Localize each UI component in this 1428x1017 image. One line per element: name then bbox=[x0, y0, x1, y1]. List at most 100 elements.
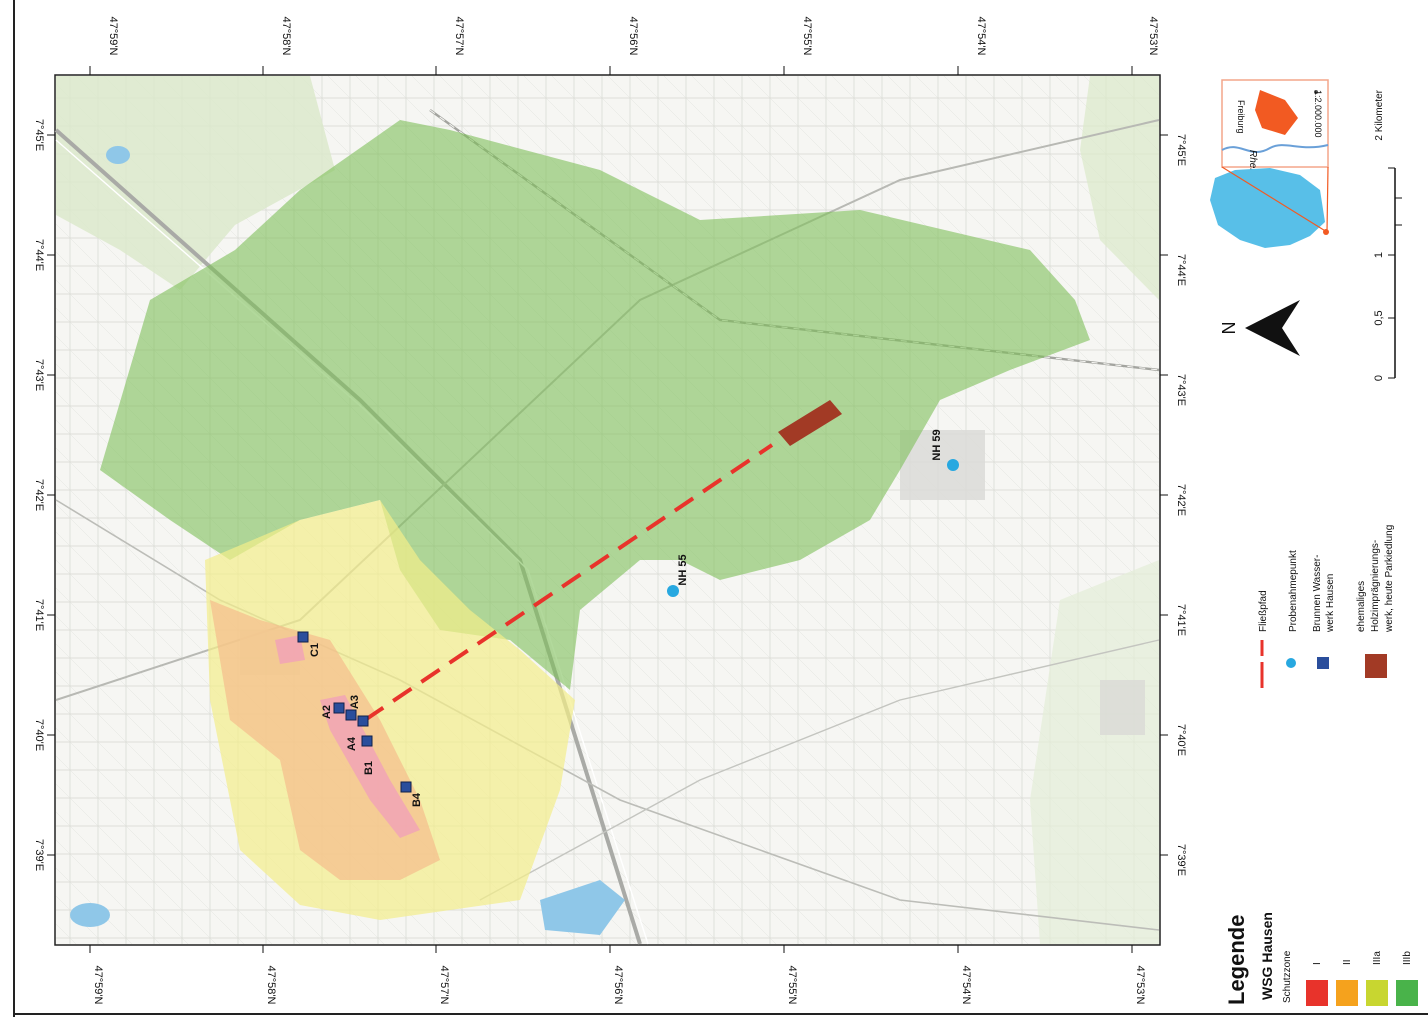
legend-well-label-2: werk Hausen bbox=[1325, 574, 1336, 633]
locator-river: Rhein bbox=[1247, 150, 1258, 177]
well-label-b4: B4 bbox=[411, 792, 423, 807]
locator-highlight bbox=[1255, 90, 1298, 135]
well-marker bbox=[400, 781, 412, 793]
settlement-east bbox=[1100, 680, 1145, 735]
zone-I-label: I bbox=[1312, 962, 1323, 965]
lon-label-right: 7°44'E bbox=[1175, 254, 1187, 286]
state-shape bbox=[1210, 168, 1325, 248]
lon-label-left: 7°42'E bbox=[33, 479, 45, 511]
lon-label-right: 7°45'E bbox=[1175, 134, 1187, 166]
well-label-c1: C1 bbox=[309, 643, 321, 657]
legend: Legende WSG Hausen Schutzzone I II IIIa … bbox=[1224, 525, 1418, 1006]
locator-city: Freiburg bbox=[1236, 100, 1246, 134]
flow-path bbox=[363, 443, 774, 722]
zone-II-swatch bbox=[1336, 980, 1358, 1006]
legend-zones-label: Schutzzone bbox=[1282, 950, 1293, 1003]
scale-bar: 2 Kilometer 0 0,5 1 bbox=[1373, 89, 1402, 381]
locator-inset: Freiburg Rhein 1:2.000.000 bbox=[1210, 79, 1329, 248]
well-marker bbox=[333, 702, 345, 714]
lat-label-top: 47°55'N bbox=[801, 17, 813, 56]
lat-label-bottom: 47°58'N bbox=[265, 966, 277, 1005]
lon-label-right: 7°42'E bbox=[1175, 484, 1187, 516]
locator-scale: 1:2.000.000 bbox=[1313, 90, 1323, 138]
zone-I-swatch bbox=[1306, 980, 1328, 1006]
frame-left-border bbox=[13, 0, 15, 1017]
legend-plant-label-3: werk, heute Parkiedlung bbox=[1384, 525, 1395, 633]
lon-label-right: 7°40'E bbox=[1175, 724, 1187, 756]
lon-label-right: 7°43'E bbox=[1175, 374, 1187, 406]
sample-point-nh55 bbox=[667, 585, 679, 597]
lat-label-top: 47°54'N bbox=[975, 17, 987, 56]
legend-plant-label-1: ehemaliges bbox=[1356, 581, 1367, 632]
rhine-river-icon bbox=[1221, 144, 1329, 153]
wells-group bbox=[297, 631, 412, 793]
locator-point bbox=[1323, 229, 1329, 235]
lat-label-top: 47°53'N bbox=[1147, 17, 1159, 56]
sample-label-nh59: NH 59 bbox=[931, 429, 943, 460]
legend-flowpath-label: Fließpfad bbox=[1258, 590, 1269, 632]
lon-label-left: 7°40'E bbox=[33, 719, 45, 751]
lat-label-bottom: 47°55'N bbox=[786, 966, 798, 1005]
zone-IIIb-swatch bbox=[1396, 980, 1418, 1006]
zone-II-label: II bbox=[1342, 959, 1353, 965]
lon-label-left: 7°43'E bbox=[33, 359, 45, 391]
zone-IIIa-swatch bbox=[1366, 980, 1388, 1006]
well-label-a2: A2 bbox=[321, 705, 333, 719]
well-marker bbox=[357, 715, 369, 727]
lon-label-left: 7°39'E bbox=[33, 839, 45, 871]
road-south bbox=[479, 639, 1160, 901]
well-marker bbox=[361, 735, 373, 747]
lon-label-right: 7°39'E bbox=[1175, 844, 1187, 876]
lake-topleft bbox=[106, 146, 130, 164]
lat-label-bottom: 47°53'N bbox=[1134, 966, 1146, 1005]
lat-label-top: 47°56'N bbox=[627, 17, 639, 56]
lon-label-left: 7°45'E bbox=[33, 119, 45, 151]
locator-frame bbox=[1221, 79, 1329, 168]
zone-IIIb-label: IIIb bbox=[1402, 951, 1413, 965]
leader-line bbox=[1326, 166, 1329, 233]
sample-label-nh55: NH 55 bbox=[677, 554, 689, 585]
lat-label-bottom: 47°54'N bbox=[960, 966, 972, 1005]
leader-line bbox=[1221, 166, 1328, 233]
well-marker bbox=[297, 631, 309, 643]
well-label-a3: A3 bbox=[349, 695, 361, 709]
zone-IIIa-label: IIIa bbox=[1372, 951, 1383, 965]
north-arrow-icon bbox=[1245, 300, 1300, 356]
lat-label-top: 47°58'N bbox=[280, 17, 292, 56]
well-label-b1: B1 bbox=[363, 761, 375, 775]
scalebar-unit: 2 Kilometer bbox=[1374, 89, 1385, 140]
lake-bottom bbox=[540, 880, 625, 935]
frame-bottom-border bbox=[13, 1013, 1428, 1015]
lake-bottomleft bbox=[70, 903, 110, 927]
lat-label-top: 47°57'N bbox=[453, 17, 465, 56]
legend-sample-label: Probenahmepunkt bbox=[1288, 550, 1299, 632]
legend-subtitle: WSG Hausen bbox=[1259, 912, 1275, 1000]
scalebar-tick-label: 0,5 bbox=[1373, 310, 1385, 325]
well-label-a4: A4 bbox=[346, 736, 358, 751]
well-swatch bbox=[1317, 657, 1329, 669]
lat-label-bottom: 47°59'N bbox=[92, 966, 104, 1005]
well-marker bbox=[345, 709, 357, 721]
lat-label-bottom: 47°56'N bbox=[612, 966, 624, 1005]
lon-label-left: 7°41'E bbox=[33, 599, 45, 631]
zone-I-area bbox=[320, 695, 420, 838]
scalebar-tick-label: 0 bbox=[1373, 375, 1385, 381]
map-panel: C1 A2 A3 A4 B1 B4 NH 55 NH 59 bbox=[54, 74, 1161, 946]
lon-label-right: 7°41'E bbox=[1175, 604, 1187, 636]
legend-plant-label-2: Holzimprägnierungs- bbox=[1370, 540, 1381, 632]
city-dot bbox=[1314, 90, 1318, 94]
sample-point-swatch bbox=[1286, 658, 1296, 668]
zone-IIIb-area bbox=[100, 120, 1090, 690]
lat-label-bottom: 47°57'N bbox=[438, 966, 450, 1005]
legend-title: Legende bbox=[1224, 915, 1249, 1005]
forest-patch-topright bbox=[1080, 76, 1159, 300]
forest-patch-bottomright bbox=[1030, 560, 1159, 944]
lon-label-left: 7°44'E bbox=[33, 239, 45, 271]
legend-well-label-1: Brunnen Wasser- bbox=[1312, 555, 1323, 632]
wood-plant-swatch bbox=[1365, 654, 1387, 678]
wood-plant-marker bbox=[778, 400, 842, 446]
north-arrow: N bbox=[1218, 300, 1300, 356]
lat-label-top: 47°59'N bbox=[107, 17, 119, 56]
forest-patch-topleft bbox=[56, 76, 335, 290]
